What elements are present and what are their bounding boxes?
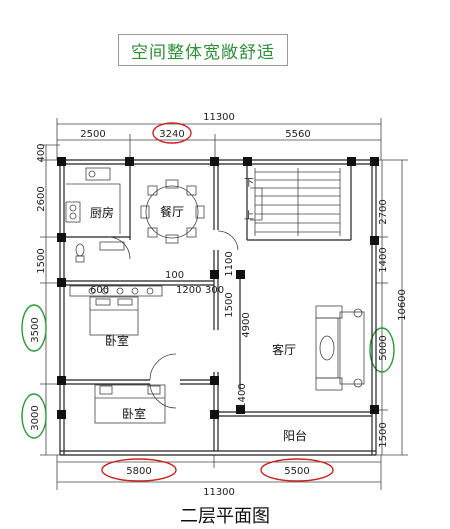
- highlight-5000: [369, 327, 395, 373]
- right-dim-5000: 5000: [378, 335, 389, 360]
- inner-dim-100: 100: [165, 270, 184, 281]
- living-room-furniture: [315, 305, 365, 391]
- highlight-5500: [260, 458, 334, 482]
- highlight-3240: [152, 122, 192, 144]
- inner-dim-4900: 4900: [241, 312, 252, 337]
- highlight-3500: [21, 304, 47, 352]
- bed-bedroom-2: [94, 384, 166, 424]
- inner-dim-1500: 1500: [224, 292, 235, 317]
- inner-dim-600: 600: [90, 285, 109, 296]
- stairs-up-label: 上: [244, 210, 254, 222]
- bed-bedroom-1: [89, 296, 139, 336]
- left-dim-1500: 1500: [36, 248, 47, 273]
- doors: [107, 230, 239, 409]
- right-dim-2700: 2700: [378, 199, 389, 224]
- kitchen-fixtures: [65, 167, 125, 263]
- top-dim-5560: 5560: [285, 129, 310, 140]
- left-dim-3500: 3500: [30, 317, 41, 342]
- top-dim-3240: 3240: [159, 129, 184, 140]
- title-banner: 空间整体宽敞舒适: [118, 34, 288, 66]
- structural-columns: [57, 157, 379, 419]
- inner-dim-1100: 1100: [224, 251, 235, 276]
- plan-caption: 二层平面图: [180, 506, 270, 527]
- left-dim-3000: 3000: [30, 405, 41, 430]
- room-label-living: 客厅: [272, 342, 296, 357]
- room-label-balcony: 阳台: [283, 428, 307, 443]
- room-label-bedroom-2: 卧室: [122, 406, 146, 421]
- top-dimension-lines: [56, 118, 382, 160]
- room-label-dining: 餐厅: [160, 204, 184, 219]
- left-dim-2600: 2600: [36, 186, 47, 211]
- bottom-dimension-lines: [56, 455, 382, 490]
- dining-table: [140, 179, 205, 244]
- top-dim-2500: 2500: [80, 129, 105, 140]
- right-dimension-lines: [376, 159, 408, 456]
- highlight-3000: [21, 393, 47, 439]
- bottom-dim-5500: 5500: [284, 466, 309, 477]
- stairs-down-label: 下: [244, 178, 254, 189]
- room-label-kitchen: 厨房: [90, 205, 114, 220]
- inner-dim-1400: 1400: [237, 383, 248, 408]
- title-text: 空间整体宽敞舒适: [131, 42, 275, 63]
- wardrobe: [69, 285, 163, 297]
- left-dim-400: 400: [36, 143, 47, 162]
- left-dimension-lines: [40, 144, 60, 456]
- right-dim-1500: 1500: [378, 422, 389, 447]
- bottom-total-dim: 11300: [203, 487, 235, 498]
- inner-dim-300: 300: [205, 285, 224, 296]
- right-dim-1400: 1400: [378, 247, 389, 272]
- highlight-5800: [101, 458, 177, 482]
- top-total-dim: 11300: [203, 112, 235, 123]
- bottom-dim-5800: 5800: [126, 466, 151, 477]
- inner-dim-1200: 1200: [176, 285, 201, 296]
- right-total-dim: 10600: [397, 289, 408, 321]
- room-label-bedroom-1: 卧室: [105, 333, 129, 348]
- staircase: [250, 168, 341, 236]
